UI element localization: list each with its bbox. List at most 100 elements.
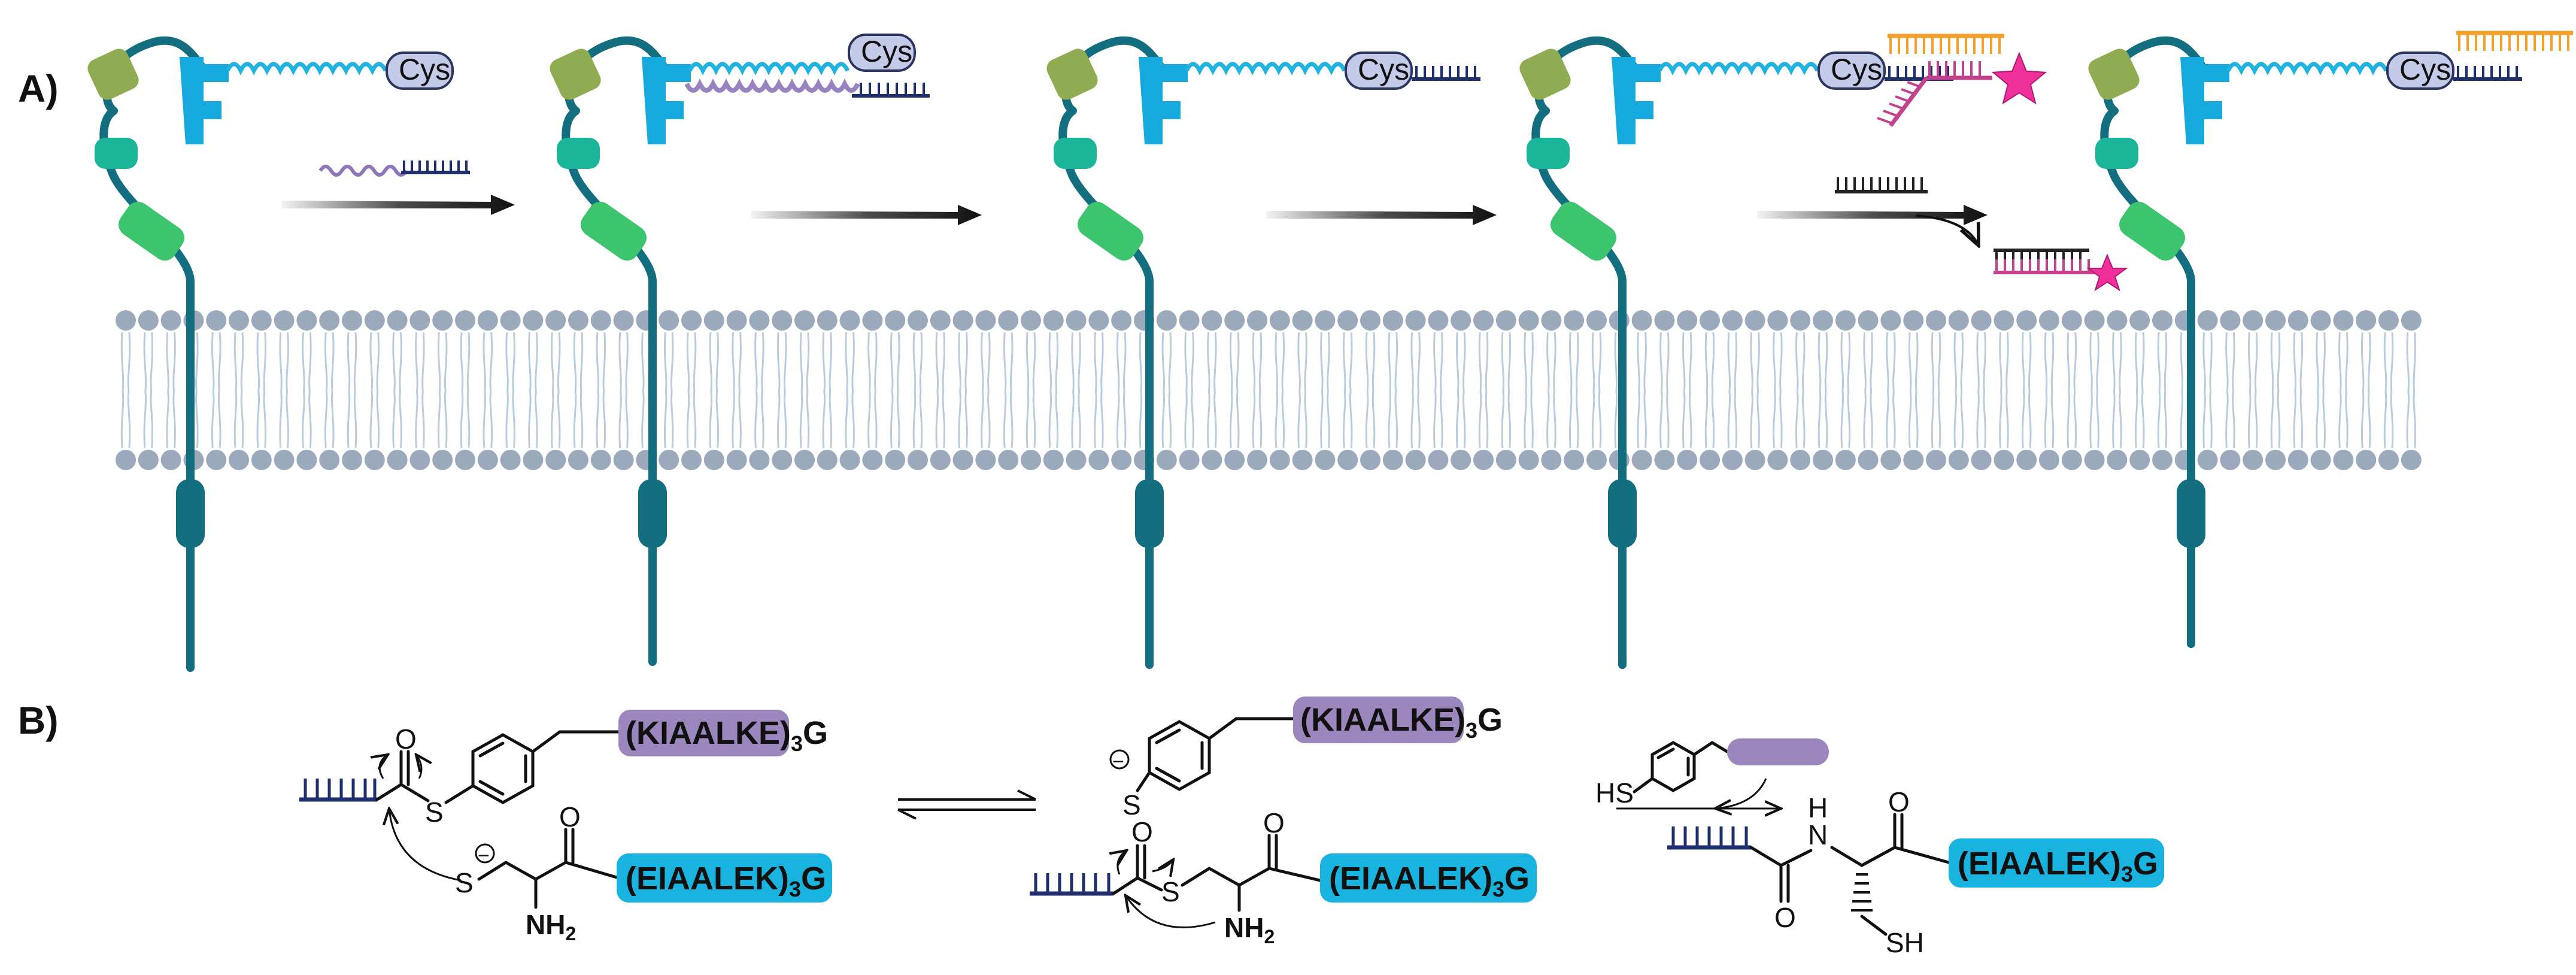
lipid-head-top xyxy=(590,310,611,331)
lipid-head-bottom xyxy=(749,450,770,470)
lipid-head-bottom xyxy=(703,450,724,470)
transmembrane-domain xyxy=(638,479,667,548)
lipid-head-top xyxy=(2378,310,2399,331)
lipid-head-bottom xyxy=(432,450,453,470)
lipid-head-bottom xyxy=(1382,450,1403,470)
negative-charge: − xyxy=(478,844,490,867)
lipid-head-top xyxy=(975,310,996,331)
carbonyl-oxygen-atom-3: O xyxy=(1888,786,1910,817)
lipid-head-top xyxy=(885,310,906,331)
svg-text:(KIAALKE)3G: (KIAALKE)3G xyxy=(1300,702,1503,743)
lipid-head-bottom xyxy=(2197,450,2218,470)
lipid-head-top xyxy=(1541,310,1562,331)
lipid-head-bottom xyxy=(1948,450,1969,470)
lipid-head-top xyxy=(1858,310,1879,331)
lipid-head-bottom xyxy=(2061,450,2082,470)
lipid-head-bottom xyxy=(319,450,340,470)
peptide-e-tag-2: (EIAALEK)3G xyxy=(1320,853,1537,903)
lipid-head-bottom xyxy=(1405,450,1426,470)
blue-domain xyxy=(180,57,229,144)
cys-badge xyxy=(386,52,454,90)
cys-label: Cys xyxy=(861,35,912,68)
olive-domain xyxy=(1519,49,1571,100)
structure-amide-product: HS O N H SH xyxy=(1595,738,1950,958)
lipid-head-top xyxy=(500,310,521,331)
lipid-head-top xyxy=(1495,310,1516,331)
quencher-strand-tail xyxy=(1889,76,1928,128)
helix-coil xyxy=(1657,62,1820,75)
lipid-head-bottom xyxy=(613,450,634,470)
coil-pna-reagent xyxy=(318,161,470,177)
cys-badge xyxy=(848,34,916,72)
lipid-head-bottom xyxy=(1564,450,1585,470)
reaction-arrow-3 xyxy=(1266,205,1497,225)
lipid-head-top xyxy=(659,310,679,331)
lipid-head-bottom xyxy=(1043,450,1064,470)
green-domain xyxy=(1551,201,1616,261)
structure-s-acyl-intermediate: S − O S NH2 O xyxy=(1030,717,1322,947)
lipid-head-top xyxy=(1586,310,1607,331)
lipid-head-bottom xyxy=(1247,450,1267,470)
lipid-head-top xyxy=(908,310,928,331)
lipid-head-bottom xyxy=(908,450,928,470)
lipid-head-top xyxy=(1722,310,1743,331)
receptor-stage-5: Cys xyxy=(2088,31,2573,648)
lipid-head-top xyxy=(229,310,249,331)
lipid-head-bottom xyxy=(251,450,272,470)
lipid-head-top xyxy=(1790,310,1811,331)
negative-charge-2: − xyxy=(1112,750,1124,773)
helix-coil xyxy=(687,62,850,75)
amide-hydrogen-atom: H xyxy=(1808,792,1828,823)
lipid-head-bottom xyxy=(1315,450,1336,470)
lipid-head-bottom xyxy=(1744,450,1765,470)
cys-label: Cys xyxy=(2399,53,2451,86)
lipid-head-bottom xyxy=(500,450,521,470)
lipid-head-bottom xyxy=(2378,450,2399,470)
lipid-head-bottom xyxy=(772,450,793,470)
lipid-head-top xyxy=(523,310,544,331)
structure-thioester-reactants: O S S − NH2 O xyxy=(299,723,621,944)
release-arrow xyxy=(1915,214,1979,246)
lipid-head-bottom xyxy=(387,450,408,470)
lipid-head-bottom xyxy=(523,450,544,470)
displacement-strand xyxy=(1835,177,1979,246)
panel-a-label: A) xyxy=(18,67,59,110)
peptide-k-tag-1: (KIAALKE)3G xyxy=(618,710,828,756)
lipid-head-bottom xyxy=(659,450,679,470)
olive-domain xyxy=(550,49,601,100)
lipid-head-top xyxy=(794,310,815,331)
lipid-head-top xyxy=(749,310,770,331)
blue-domain xyxy=(642,57,691,144)
lipid-head-bottom xyxy=(1021,450,1041,470)
lipid-head-top xyxy=(703,310,724,331)
lipid-head-top xyxy=(1744,310,1765,331)
lipid-head-bottom xyxy=(2129,450,2150,470)
cys-label: Cys xyxy=(399,53,450,86)
lipid-head-bottom xyxy=(1880,450,1901,470)
lipid-head-top xyxy=(613,310,634,331)
fluorophore-star-icon xyxy=(2086,253,2129,292)
lipid-head-top xyxy=(568,310,588,331)
lipid-head-bottom xyxy=(545,450,566,470)
amide-nitrogen-atom: N xyxy=(1808,819,1828,850)
lipid-head-top xyxy=(2265,310,2286,331)
lipid-head-top xyxy=(1201,310,1222,331)
lipid-head-bottom xyxy=(1518,450,1539,470)
lipid-head-bottom xyxy=(1903,450,1924,470)
olive-domain xyxy=(2088,49,2140,100)
lipid-head-top xyxy=(862,310,883,331)
lipid-head-bottom xyxy=(1088,450,1109,470)
lipid-head-bottom xyxy=(206,450,227,470)
lipid-head-bottom xyxy=(274,450,295,470)
lipid-head-top xyxy=(296,310,317,331)
free-thiol-group: SH xyxy=(1886,927,1924,958)
lipid-head-top xyxy=(1247,310,1267,331)
helix-coil xyxy=(1184,62,1347,75)
transmembrane-domain xyxy=(1135,479,1164,548)
thiolate-sulfur-atom: S xyxy=(455,867,474,898)
lipid-head-top xyxy=(1835,310,1856,331)
lipid-head-top xyxy=(2197,310,2218,331)
lipid-head-top xyxy=(2084,310,2105,331)
lipid-head-bottom xyxy=(2084,450,2105,470)
lipid-head-top xyxy=(817,310,838,331)
